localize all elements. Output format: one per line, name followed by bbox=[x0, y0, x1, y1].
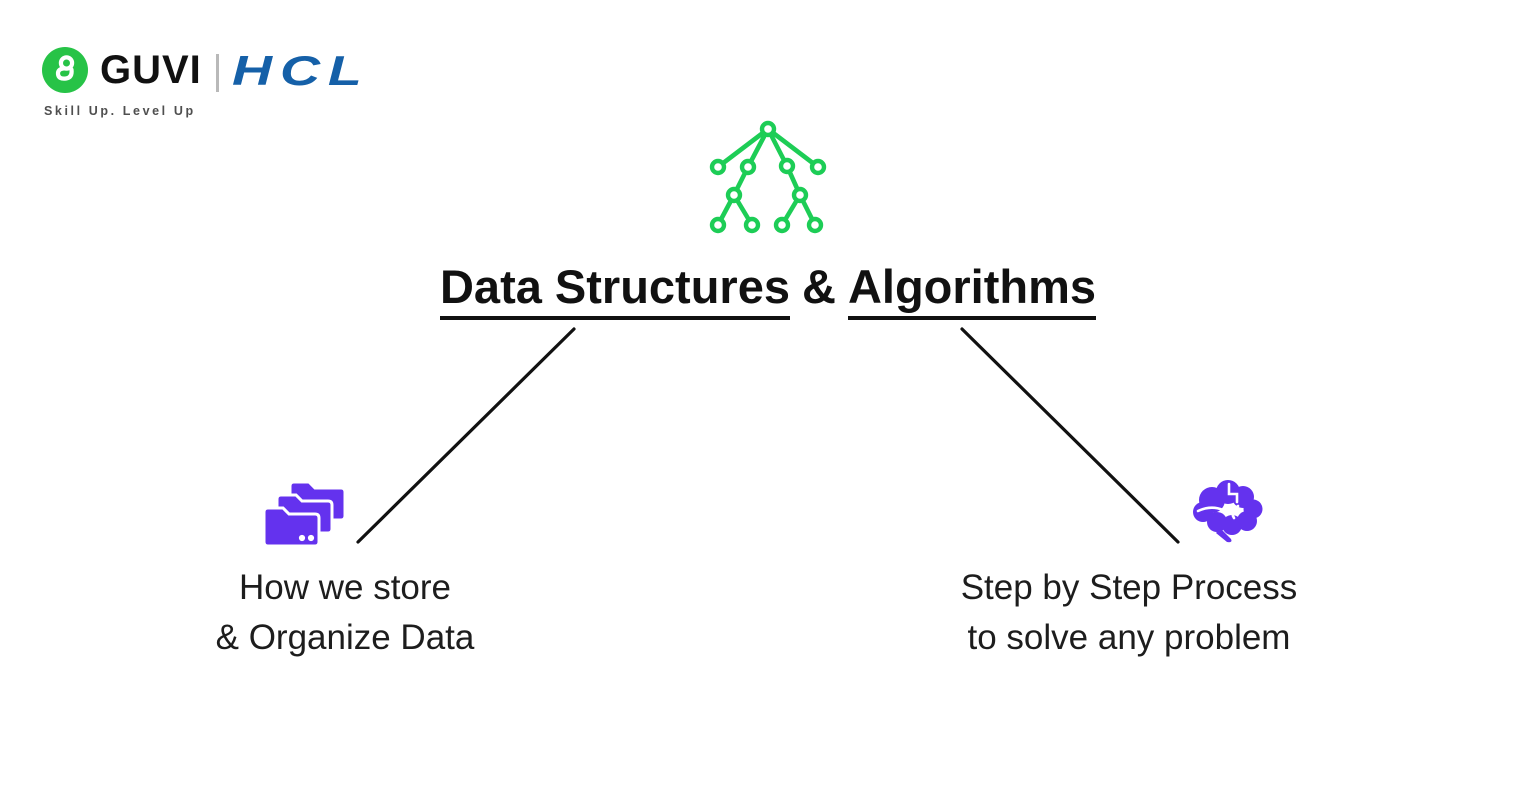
guvi-wordmark: GUVI bbox=[100, 48, 202, 92]
right-branch-line1: Step by Step Process bbox=[960, 568, 1298, 607]
tree-icon bbox=[709, 120, 827, 234]
title-ampersand: & bbox=[801, 260, 836, 313]
title-algorithms: Algorithms bbox=[847, 260, 1096, 320]
logo-tagline: Skill Up. Level Up bbox=[44, 104, 196, 118]
left-branch-label: How we store & Organize Data bbox=[135, 563, 555, 663]
brain-icon bbox=[1193, 480, 1263, 543]
guvi-g-icon bbox=[42, 47, 88, 93]
hcl-wordmark: HCL bbox=[232, 47, 370, 94]
left-branch-line2: & Organize Data bbox=[215, 618, 475, 657]
page-title: Data Structures&Algorithms bbox=[0, 260, 1536, 320]
right-branch-label: Step by Step Process to solve any proble… bbox=[919, 563, 1339, 663]
title-data-structures: Data Structures bbox=[439, 260, 790, 320]
right-branch-line bbox=[960, 327, 1180, 544]
logo-divider bbox=[216, 54, 219, 92]
folders-icon bbox=[264, 480, 346, 546]
right-branch-line2: to solve any problem bbox=[967, 618, 1291, 657]
left-branch-line1: How we store bbox=[238, 568, 452, 607]
left-branch-line bbox=[356, 327, 576, 544]
